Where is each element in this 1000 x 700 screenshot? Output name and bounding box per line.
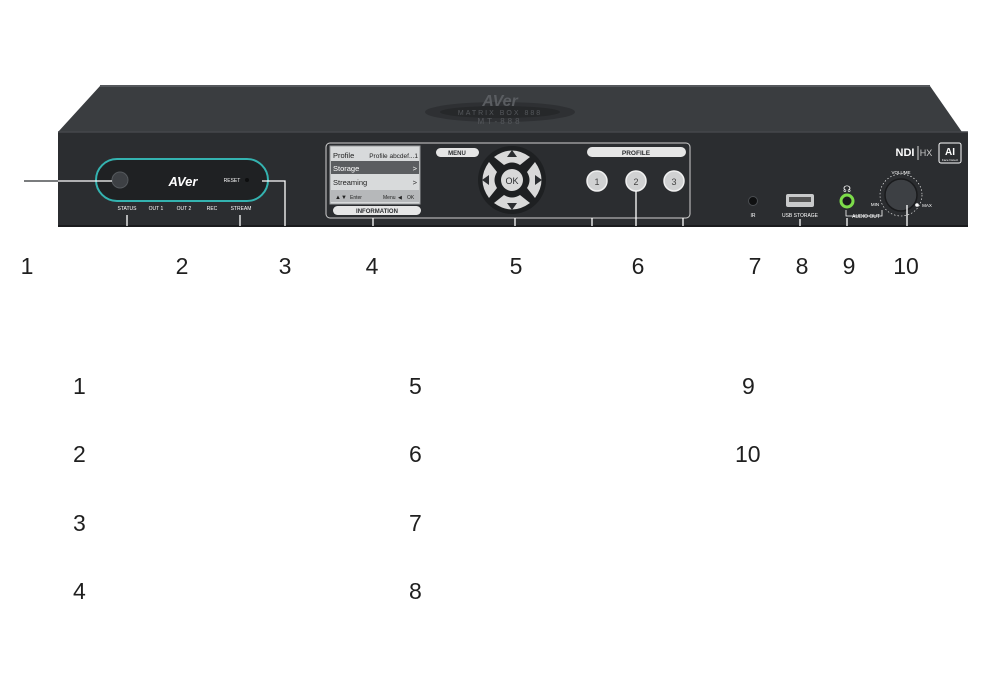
volume-knob[interactable] [884, 178, 918, 212]
legend-number: 8 [409, 578, 422, 604]
legend-number: 3 [73, 510, 86, 536]
profile-button-label: 2 [633, 177, 638, 187]
callout-6: 6 [631, 253, 645, 279]
power-button[interactable] [111, 171, 129, 189]
legend-number: 4 [73, 578, 86, 604]
led-labels: STATUS OUT 1 OUT 2 REC STREAM [118, 206, 252, 212]
callout-5: 5 [509, 253, 523, 279]
callout-7: 7 [748, 253, 762, 279]
volume-label: VOLUME [891, 170, 910, 175]
control-group-outline [325, 142, 691, 219]
callout-8: 8 [795, 253, 809, 279]
ai-sub-label: Face Detect [942, 158, 958, 162]
led-label: STREAM [231, 206, 252, 212]
menu-label: MENU [448, 151, 466, 157]
lcd-row-right: Profile abcdef...1 [369, 153, 418, 160]
information-tab [333, 206, 421, 215]
lcd-softkey: Menu [383, 195, 396, 201]
legend-number: 6 [409, 441, 422, 467]
volume-scale [879, 173, 923, 217]
audio-out-label: AUDIO OUT [852, 214, 880, 220]
profile-label: PROFILE [622, 150, 651, 157]
callout-9: 9 [842, 253, 856, 279]
lcd-row-right: > [413, 164, 418, 173]
lcd-row-left: Storage [333, 164, 359, 173]
legend-number: 9 [742, 373, 755, 399]
profile-button-3[interactable] [663, 170, 685, 192]
audio-out-bracket [845, 210, 883, 217]
legend-number: 2 [73, 441, 86, 467]
callout-1: 1 [20, 253, 34, 279]
left-button[interactable] [482, 162, 498, 198]
profile-button-1[interactable] [586, 170, 608, 192]
lcd-softkey: ◀ [398, 195, 402, 201]
down-button[interactable] [494, 195, 530, 210]
top-model-line2: MT-888 [477, 117, 522, 126]
reset-hole[interactable] [245, 178, 249, 182]
led-label: REC [207, 206, 218, 212]
legend-number: 1 [73, 373, 86, 399]
ai-label: AI [945, 147, 955, 158]
down-arrow-icon [507, 203, 517, 210]
legend-number: 10 [735, 441, 761, 467]
lcd-row-left: Streaming [333, 178, 367, 187]
volume-max-dot [915, 203, 919, 207]
ai-badge [938, 142, 962, 164]
led-label: STATUS [118, 206, 138, 212]
up-button[interactable] [494, 150, 530, 166]
lcd-row-right: > [413, 178, 418, 187]
lcd-softkey: ▲▼ [335, 195, 347, 201]
top-model-line1: MATRIX BOX 888 [458, 110, 542, 117]
led-label: OUT 1 [149, 206, 164, 212]
front-brand-logo: AVer [168, 174, 199, 189]
leader-lines [58, 180, 908, 226]
led-label: OUT 2 [177, 206, 192, 212]
ok-button[interactable] [501, 169, 523, 191]
lcd-softkey: Enter [350, 195, 362, 201]
left-arrow-icon [482, 175, 489, 185]
lcd-row-left: Profile [333, 151, 354, 160]
information-label: INFORMATION [356, 209, 398, 215]
callout-2: 2 [175, 253, 189, 279]
reset-label: RESET [224, 178, 241, 184]
ok-label: OK [505, 176, 518, 186]
callout-4: 4 [365, 253, 379, 279]
control-pill [95, 158, 269, 202]
ndi-logo: NDI [896, 147, 915, 159]
lcd-softkey: OK [407, 195, 415, 201]
profile-button-label: 1 [594, 177, 599, 187]
d-pad: OK [478, 146, 546, 214]
profile-buttons: 1 2 3 [586, 170, 685, 192]
menu-tab [436, 148, 479, 157]
right-button[interactable] [527, 162, 542, 198]
volume-max-label: MAX [922, 203, 932, 208]
audio-out-jack[interactable] [839, 193, 855, 209]
callout-10: 10 [893, 253, 919, 279]
lcd-screen: Profile Profile abcdef...1 Storage > Str… [329, 145, 421, 205]
headphones-icon: ☊ [843, 184, 851, 194]
profile-button-label: 3 [671, 177, 676, 187]
ir-sensor [748, 196, 758, 206]
hx-logo: HX [920, 148, 933, 158]
usb-storage-label: USB STORAGE [782, 213, 819, 219]
usb-port[interactable] [786, 194, 814, 207]
profile-tab [587, 147, 686, 157]
vent-grille [425, 102, 575, 122]
right-arrow-icon [535, 175, 542, 185]
top-brand-logo: AVer [481, 93, 518, 110]
volume-min-label: MIN [871, 202, 879, 207]
legend-number: 5 [409, 373, 422, 399]
callout-3: 3 [278, 253, 292, 279]
ir-label: IR [751, 213, 756, 219]
up-arrow-icon [507, 150, 517, 157]
legend-number: 7 [409, 510, 422, 536]
